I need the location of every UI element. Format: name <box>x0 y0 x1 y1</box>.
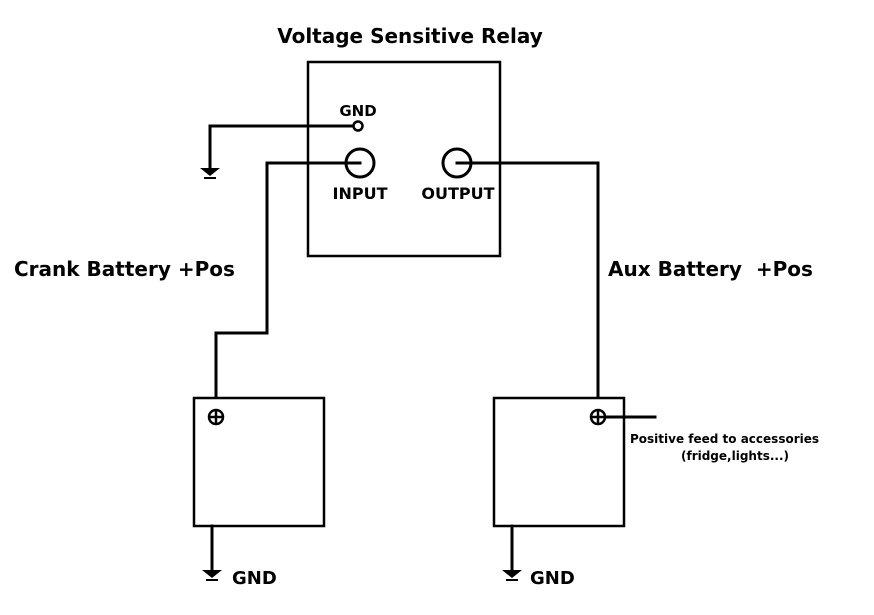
aux-positive-terminal-icon <box>589 408 607 426</box>
relay-title: Voltage Sensitive Relay <box>277 24 543 48</box>
accessory-feed-label: Positive feed to accessories <box>630 432 819 446</box>
crank-positive-terminal-icon <box>207 408 225 426</box>
crank-battery-label: Crank Battery +Pos <box>14 257 235 281</box>
input-label: INPUT <box>333 184 388 203</box>
crank-ground-icon <box>202 570 222 581</box>
relay-ground-icon <box>200 168 220 179</box>
relay-gnd-wire <box>208 124 355 170</box>
output-label: OUTPUT <box>421 184 494 203</box>
aux-battery-box <box>492 396 626 528</box>
relay-gnd-label: GND <box>339 102 376 120</box>
aux-gnd-label: GND <box>530 568 575 589</box>
accessory-feed-examples: (fridge,lights...) <box>681 449 789 463</box>
aux-positive-wire <box>455 161 600 412</box>
aux-ground-icon <box>502 570 522 581</box>
crank-gnd-label: GND <box>232 568 277 589</box>
aux-battery-label: Aux Battery +Pos <box>608 257 813 281</box>
relay-gnd-terminal <box>352 120 364 132</box>
crank-positive-wire <box>214 161 362 412</box>
